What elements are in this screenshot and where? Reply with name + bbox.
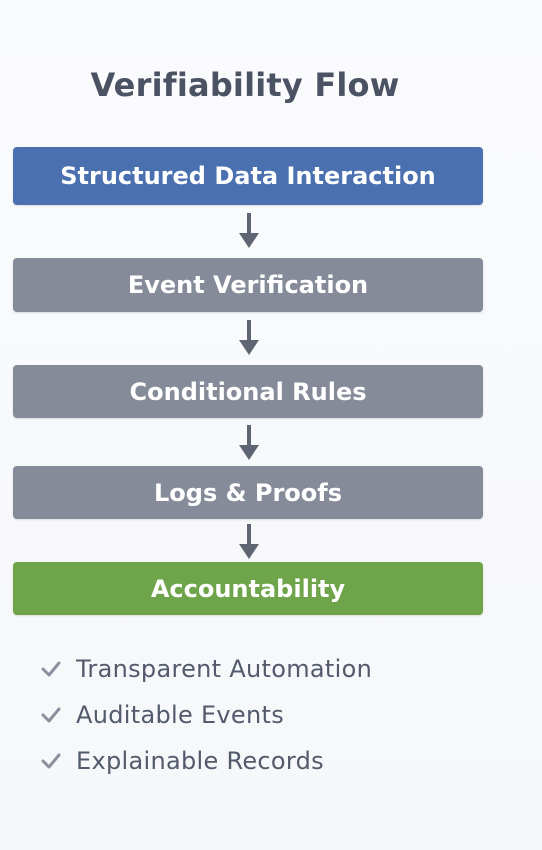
step-label: Accountability — [150, 574, 346, 603]
benefit-label: Auditable Events — [76, 701, 285, 729]
benefit-item: Auditable Events — [40, 692, 372, 738]
down-arrow-icon — [239, 213, 259, 248]
step-label: Event Verification — [127, 271, 369, 299]
diagram-title: Verifiability Flow — [90, 66, 400, 104]
step-accountability: Accountability — [13, 562, 483, 615]
step-structured-data-interaction: Structured Data Interaction — [13, 147, 483, 205]
down-arrow-icon — [239, 425, 259, 460]
benefit-label: Transparent Automation — [76, 655, 373, 683]
step-conditional-rules: Conditional Rules — [13, 365, 483, 418]
down-arrow-icon — [239, 320, 259, 355]
down-arrow-icon — [239, 524, 259, 559]
check-icon — [41, 753, 61, 769]
benefit-item: Transparent Automation — [40, 646, 372, 692]
benefits-list: Transparent Automation Auditable Events … — [40, 646, 372, 784]
step-label: Structured Data Interaction — [60, 162, 436, 190]
check-icon — [41, 661, 61, 677]
benefit-label: Explainable Records — [76, 747, 324, 775]
step-event-verification: Event Verification — [13, 258, 483, 312]
benefit-item: Explainable Records — [40, 738, 372, 784]
step-label: Logs & Proofs — [153, 478, 342, 507]
check-icon — [41, 707, 61, 723]
step-logs-and-proofs: Logs & Proofs — [13, 466, 483, 519]
step-label: Conditional Rules — [129, 377, 367, 406]
